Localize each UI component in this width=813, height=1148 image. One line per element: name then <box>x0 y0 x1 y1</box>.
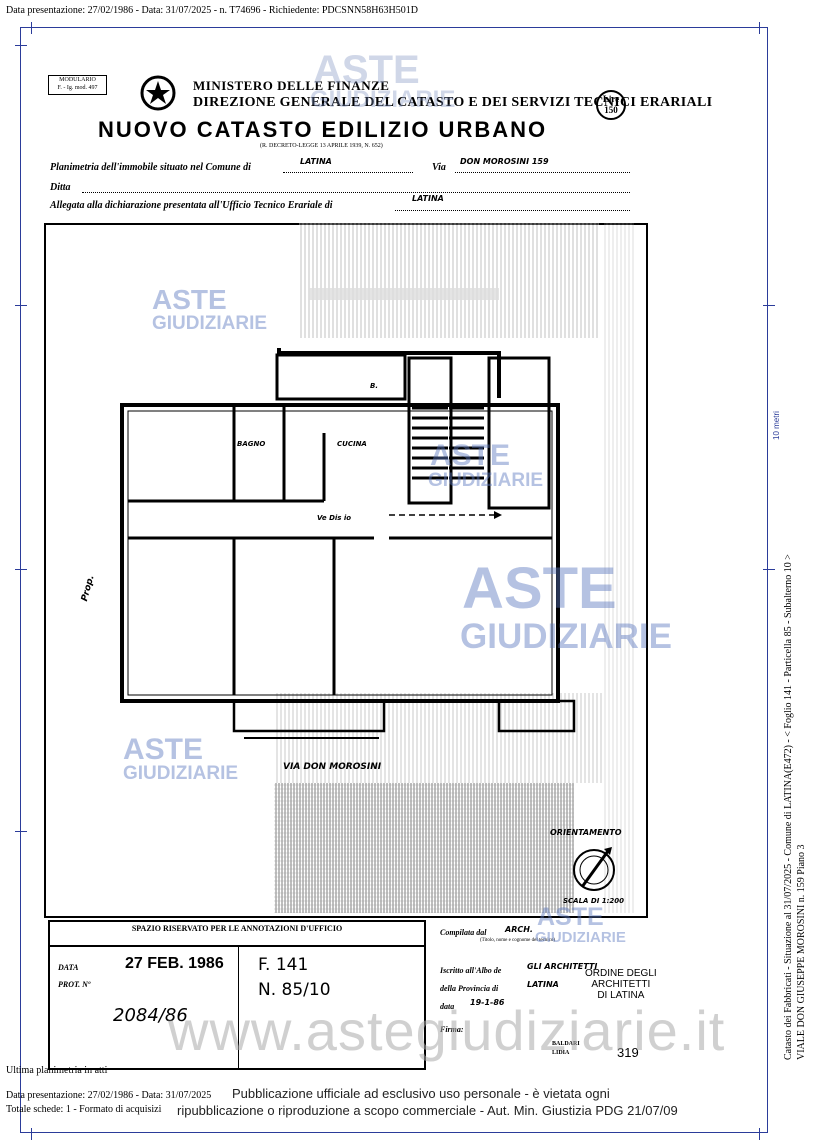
frame-tick <box>31 1128 32 1140</box>
publication-notice-2: ripubblicazione o riproduzione a scopo c… <box>177 1103 678 1118</box>
room-label-corridor: Ve Dis io <box>317 514 352 522</box>
watermark-site-url: www.astegiudiziarie.it <box>168 999 726 1062</box>
scale-10-metri: 10 metri <box>772 411 781 440</box>
ufficio-value: LATINA <box>412 194 444 203</box>
watermark-aste: ASTE <box>313 48 420 92</box>
watermark-giudiziarie: GIUDIZIARIE <box>460 617 672 656</box>
comune-value: LATINA <box>300 157 332 166</box>
modulario-text: MODULARIO F. - Ig. mod. 497 <box>57 77 98 91</box>
watermark-aste: ASTE <box>430 439 511 472</box>
annot-foglio: F. 141 <box>258 955 309 975</box>
publication-notice-1: Pubblicazione ufficiale ad esclusivo uso… <box>232 1086 610 1101</box>
watermark-aste: ASTE <box>537 903 604 931</box>
iscritto-value: GLI ARCHITETTI <box>527 962 598 971</box>
compilata-value: ARCH. <box>505 925 533 934</box>
compilata-subnote: (Titolo, nome e cognome del tecnico) <box>480 938 556 943</box>
watermark-giudiziarie: GIUDIZIARIE <box>310 86 456 113</box>
decree-note: (R. DECRETO-LEGGE 13 APRILE 1939, N. 652… <box>260 143 383 149</box>
footer-presentation-date: Data presentazione: 27/02/1986 - Data: 3… <box>6 1090 212 1101</box>
data-label: data <box>440 1002 455 1011</box>
annot-data-value: 27 FEB. 1986 <box>125 955 224 972</box>
cadastre-address-line: VIALE DON GIUSEPPE MOROSINI n. 159 Piano… <box>796 844 807 1060</box>
fee-text: Lire 150 <box>602 94 620 115</box>
fee-stamp: Lire 150 <box>596 90 626 120</box>
provincia-label: della Provincia di <box>440 984 499 993</box>
orientamento-label: ORIENTAMENTO <box>550 828 622 837</box>
page-frame <box>15 22 775 1140</box>
floor-plan-drawing <box>120 223 634 913</box>
frame-tick <box>763 569 775 570</box>
frame-tick <box>15 569 27 570</box>
watermark-aste: ASTE <box>123 733 204 766</box>
ministry-name: MINISTERO DELLE FINANZE <box>193 78 390 93</box>
room-label-balcony: B. <box>370 382 378 390</box>
annot-prot-value: 2084/86 <box>113 1005 188 1026</box>
modulario-box: MODULARIO F. - Ig. mod. 497 <box>48 75 107 95</box>
frame-tick <box>31 22 32 34</box>
annot-data-label: DATA <box>58 963 79 972</box>
watermark-giudiziarie: GIUDIZIARIE <box>123 763 239 784</box>
planimetria-label: Planimetria dell'immobile situato nel Co… <box>50 162 251 173</box>
firma-label: Firma: <box>440 1025 464 1034</box>
watermark-giudiziarie: GIUDIZIARIE <box>535 929 626 946</box>
street-label: VIA DON MOROSINI <box>283 762 382 772</box>
frame-tick <box>763 305 775 306</box>
annot-prot-label: PROT. Nº <box>58 980 91 989</box>
room-label-cucina: CUCINA <box>337 440 367 448</box>
form-title: NUOVO CATASTO EDILIZIO URBANO <box>98 117 548 142</box>
watermark-aste: ASTE <box>152 284 227 315</box>
frame-tick <box>759 22 760 34</box>
watermark-aste: ASTE <box>462 556 617 621</box>
header-request-info: Data presentazione: 27/02/1986 - Data: 3… <box>6 5 418 16</box>
annot-numero: N. 85/10 <box>258 980 331 1000</box>
provincia-value: LATINA <box>527 980 559 989</box>
watermark-giudiziarie: GIUDIZIARIE <box>152 313 268 334</box>
office-annotations-box <box>48 920 426 1070</box>
allegata-label: Allegata alla dichiarazione presentata a… <box>50 200 333 211</box>
signature-stamp-number: 319 <box>617 1045 639 1060</box>
order-stamp: ORDINE DEGLI ARCHITETTI DI LATINA <box>585 968 657 1001</box>
office-annotations-heading: SPAZIO RISERVATO PER LE ANNOTAZIONI D'UF… <box>131 924 343 933</box>
via-value: DON MOROSINI 159 <box>460 157 549 166</box>
footer-total-sheets: Totale schede: 1 - Formato di acquisizi <box>6 1104 162 1115</box>
watermark-giudiziarie: GIUDIZIARIE <box>428 470 544 491</box>
frame-tick <box>15 831 27 832</box>
cadastre-situation-line: Catasto dei Fabbricati - Situazione al 3… <box>783 554 794 1060</box>
frame-tick <box>15 45 27 46</box>
directorate-name: DIREZIONE GENERALE DEL CATASTO E DEI SER… <box>193 95 713 110</box>
room-label-bagno: BAGNO <box>237 440 266 448</box>
frame-tick <box>759 1128 760 1140</box>
via-label: Via <box>432 162 446 173</box>
compilata-label: Compilata dal <box>440 928 487 937</box>
data-value: 19-1-86 <box>470 998 505 1007</box>
republic-emblem-icon <box>140 75 176 111</box>
signature-stamp-name: BALDARI LIDIA <box>552 1041 580 1056</box>
footer-last-plan: Ultima planimetria in atti <box>6 1065 108 1076</box>
iscritto-label: Iscritto all'Albo de <box>440 966 502 975</box>
scale-label: SCALA DI 1:200 <box>563 897 625 905</box>
ditta-label: Ditta <box>50 182 71 193</box>
frame-tick <box>15 305 27 306</box>
